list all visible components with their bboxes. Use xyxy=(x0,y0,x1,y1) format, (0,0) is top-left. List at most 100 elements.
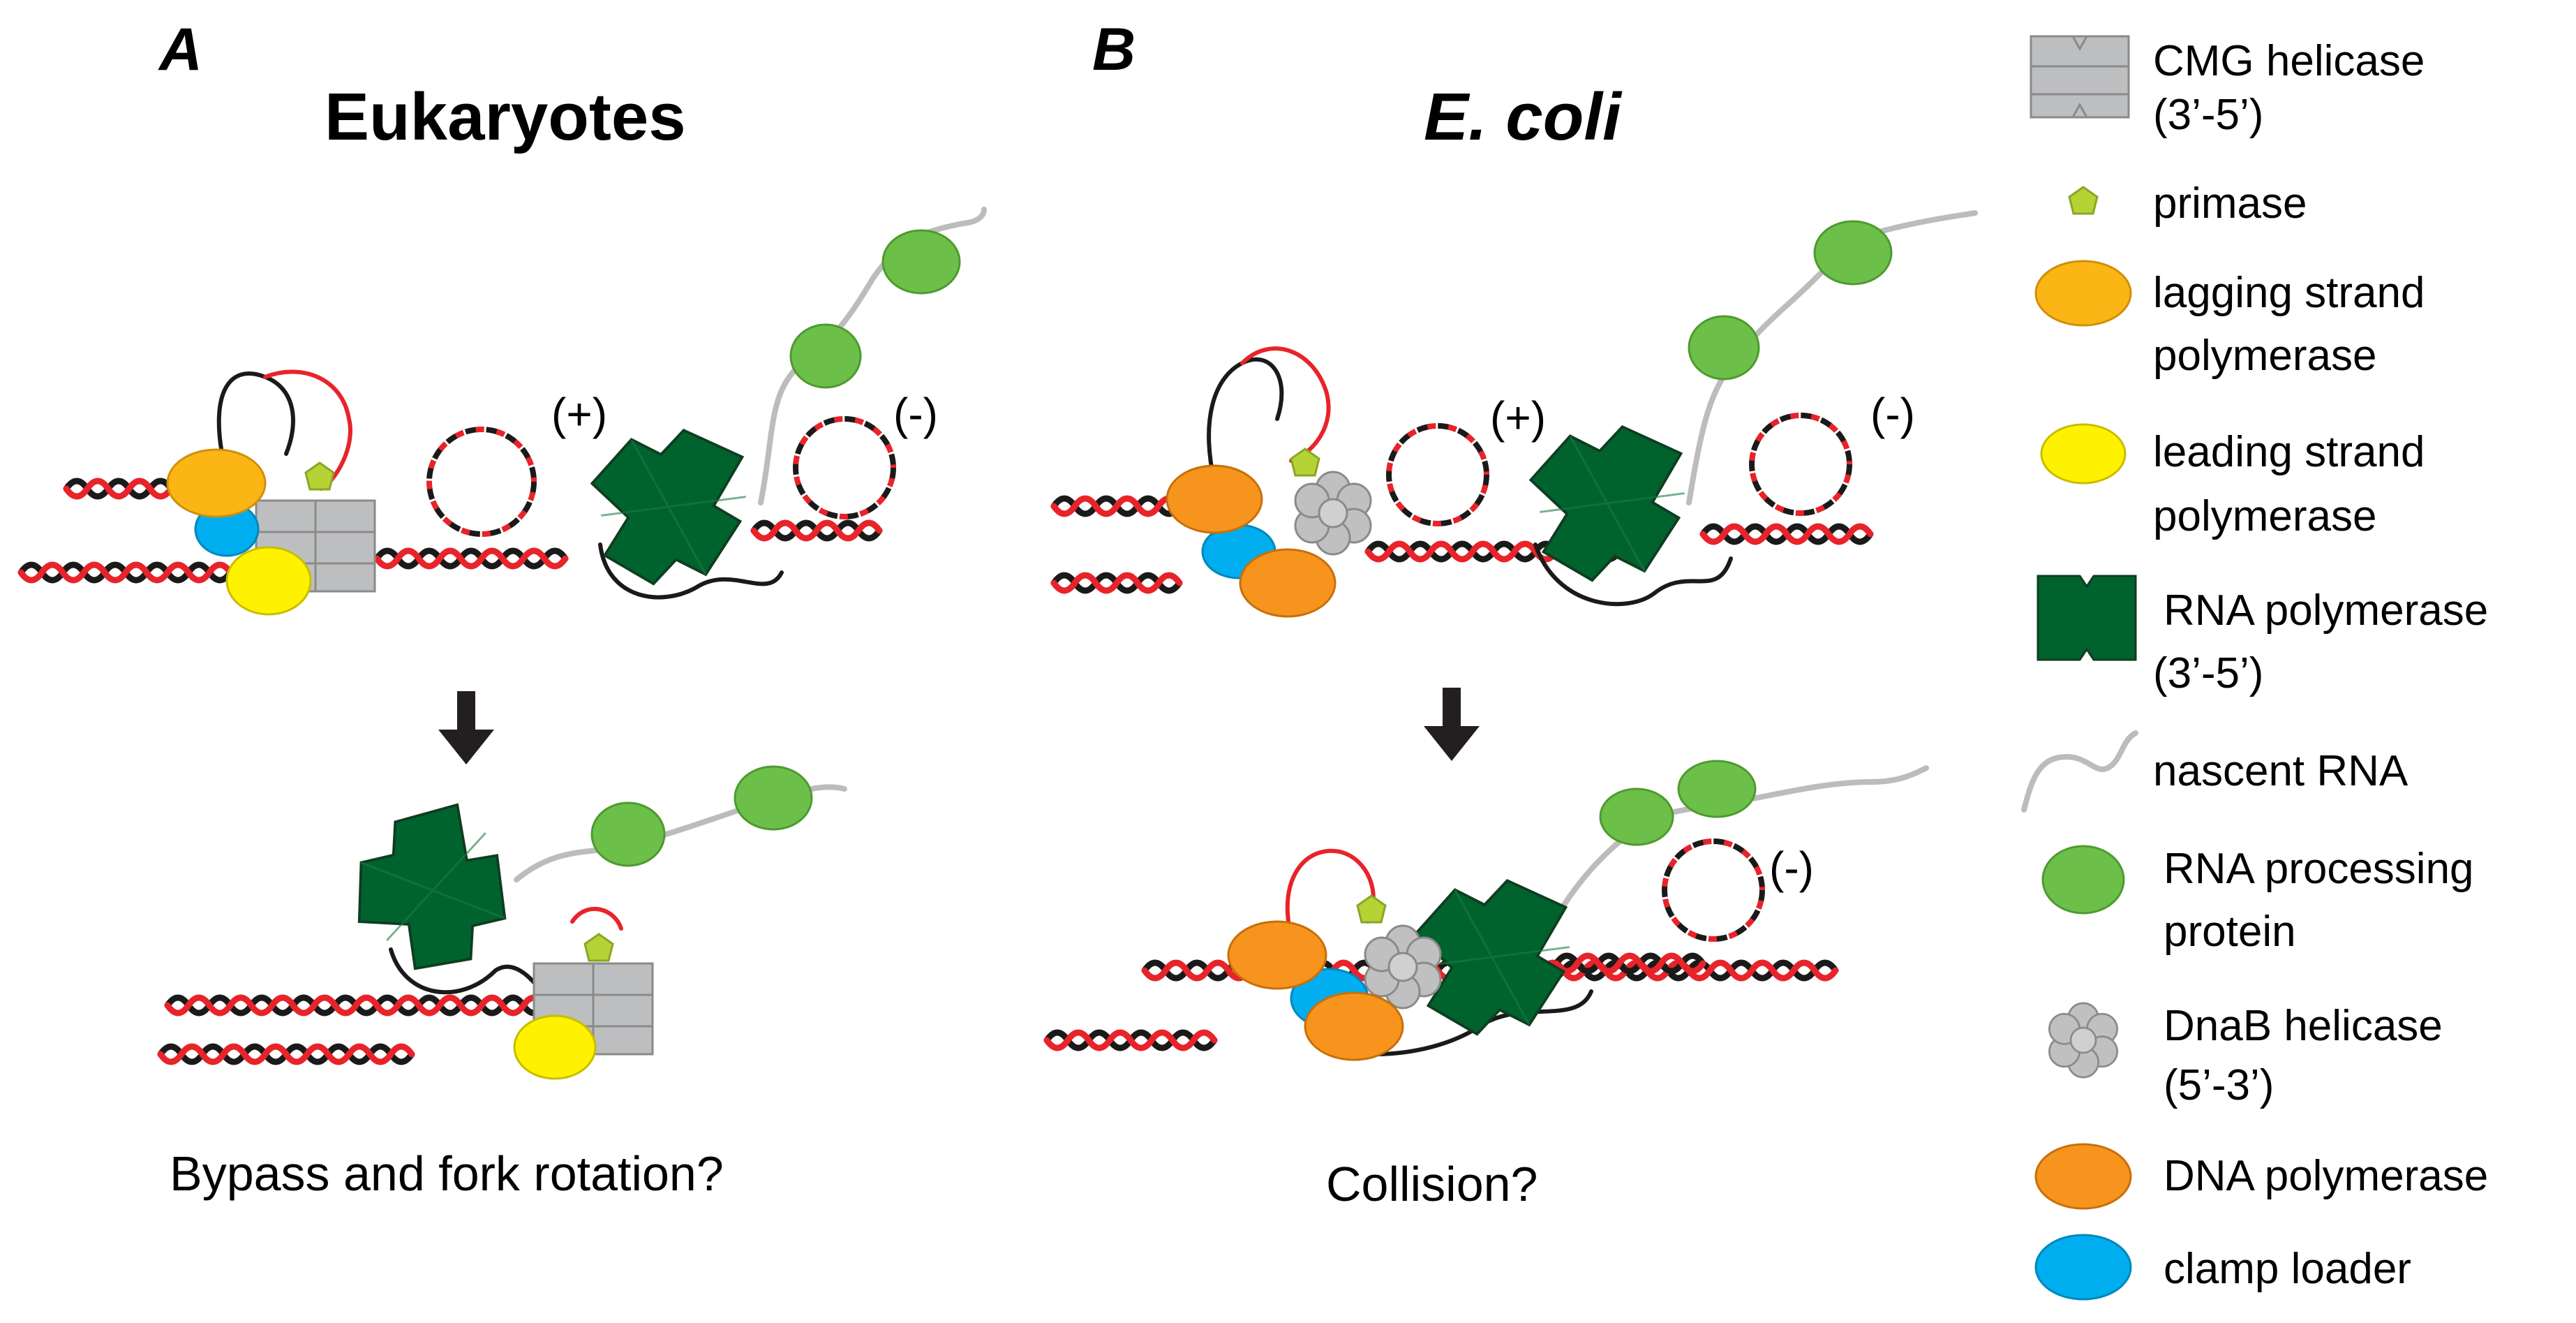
transcription-bubble-strand xyxy=(598,542,784,600)
legend-label-line1: clamp loader xyxy=(2164,1245,2411,1293)
primase xyxy=(1290,448,1320,477)
transition-arrow xyxy=(1424,688,1480,761)
cmg-helicase-icon xyxy=(2030,35,2130,119)
legend-label-line1: DnaB helicase xyxy=(2164,1002,2443,1050)
legend-label-line2: (3’-5’) xyxy=(2153,91,2263,139)
legend-label-line1: leading strand xyxy=(2153,428,2425,476)
supercoil-loop xyxy=(426,427,537,537)
leading-strand-polymerase xyxy=(513,1014,597,1080)
primase-icon xyxy=(2068,186,2099,215)
rna-processing-protein xyxy=(590,801,666,867)
legend-label-line1: lagging strand xyxy=(2153,269,2425,317)
lagging-loop-strand xyxy=(1207,357,1284,484)
clamp-loader-icon xyxy=(2034,1234,2132,1301)
dna-polymerase xyxy=(1227,920,1327,990)
supercoil-loop xyxy=(1662,838,1765,942)
primase xyxy=(583,933,614,962)
legend-label-line2: protein xyxy=(2164,908,2296,956)
legend-item-nascent-rna: nascent RNA xyxy=(2021,730,2409,813)
panel-b-caption: Collision? xyxy=(1326,1157,1538,1211)
dna-polymerase xyxy=(1166,464,1263,534)
panel-a-after-state xyxy=(157,765,847,1080)
dna-polymerase xyxy=(1304,991,1404,1061)
rna-polymerase xyxy=(584,420,763,593)
lagging-loop-strand xyxy=(216,371,295,463)
legend-label-line1: CMG helicase xyxy=(2153,37,2425,85)
panel-b-letter: B xyxy=(1092,16,1136,83)
dna-polymerase xyxy=(1239,548,1337,618)
panel-b-title: E. coli xyxy=(1424,80,1623,154)
legend-item-cmg-helicase: CMG helicase (3’-5’) xyxy=(2030,35,2425,139)
rna-polymerase xyxy=(1523,416,1702,589)
legend-label-line1: primase xyxy=(2153,179,2307,228)
dna-duplex-strand xyxy=(750,519,883,542)
primase xyxy=(304,461,335,491)
supercoil-loop xyxy=(793,416,896,519)
supercoil-positive-label: (+) xyxy=(1490,392,1546,443)
dna-duplex-strand xyxy=(373,547,569,570)
legend: CMG helicase (3’-5’) primase lagging str… xyxy=(2021,35,2488,1301)
rna-polymerase-icon xyxy=(2037,575,2137,661)
rna-polymerase xyxy=(329,780,543,993)
lagging-loop-strand xyxy=(263,369,352,491)
panel-a: A Eukaryotes (+) (-) xyxy=(17,16,987,1201)
nascent-rna xyxy=(758,207,987,505)
legend-label-line1: RNA polymerase xyxy=(2164,586,2488,635)
primase xyxy=(1356,894,1387,924)
panel-b-before-state: (+) (-) xyxy=(1050,210,1978,618)
panel-a-before-state: (+) (-) xyxy=(17,207,987,616)
lagging-loop-strand xyxy=(1285,848,1376,938)
legend-label-line1: DNA polymerase xyxy=(2164,1152,2488,1200)
dnab-helicase xyxy=(1294,471,1372,556)
leading-strand-polymerase xyxy=(225,546,312,616)
legend-item-clamp-loader: clamp loader xyxy=(2034,1234,2411,1301)
panel-b-after-state: (-) xyxy=(1043,760,1929,1061)
dna-duplex-strand xyxy=(157,1043,415,1065)
supercoil-loop xyxy=(1386,423,1489,526)
dna-duplex-strand xyxy=(1043,1029,1218,1051)
lagging-loop-strand xyxy=(1240,346,1331,463)
rna-processing-protein xyxy=(1599,788,1674,846)
transition-arrow xyxy=(438,691,494,764)
nascent-rna-icon xyxy=(2021,730,2138,813)
rna-processing-protein-icon xyxy=(2041,845,2125,915)
rna-processing-protein xyxy=(1688,315,1760,380)
dna-duplex-strand xyxy=(373,547,569,570)
panel-a-letter: A xyxy=(158,16,202,83)
rna-processing-protein xyxy=(1813,220,1893,286)
rna-processing-protein xyxy=(789,323,862,389)
legend-label-line2: (5’-3’) xyxy=(2164,1061,2274,1109)
rna-processing-protein xyxy=(881,229,961,295)
dna-duplex-strand xyxy=(570,907,623,931)
legend-label-line2: (3’-5’) xyxy=(2153,649,2263,697)
lagging-strand-polymerase xyxy=(166,448,267,518)
dna-duplex-strand xyxy=(1050,495,1183,517)
legend-item-dnab-helicase: DnaB helicase (5’-3’) xyxy=(2048,1002,2443,1109)
legend-label-line1: RNA processing xyxy=(2164,845,2474,893)
rna-processing-protein xyxy=(1677,760,1757,818)
supercoil-loop xyxy=(1749,413,1852,516)
panel-a-caption: Bypass and fork rotation? xyxy=(170,1146,724,1201)
legend-item-rna-polymerase: RNA polymerase (3’-5’) xyxy=(2037,575,2488,697)
supercoil-negative-label: (-) xyxy=(893,389,938,439)
nascent-rna xyxy=(1686,210,1978,505)
supercoil-negative-after-label: (-) xyxy=(1769,843,1814,893)
transcription-bubble-strand xyxy=(1533,542,1733,607)
dna-duplex-strand xyxy=(1553,952,1706,975)
legend-item-dna-polymerase: DNA polymerase xyxy=(2034,1143,2488,1210)
legend-item-leading-strand-polymerase: leading strand polymerase xyxy=(2040,423,2425,540)
dnab-helicase-icon xyxy=(2048,1002,2118,1079)
dna-duplex-strand xyxy=(1699,523,1874,545)
legend-item-primase: primase xyxy=(2068,179,2307,228)
legend-label-line2: polymerase xyxy=(2153,492,2376,540)
supercoil-negative-label: (-) xyxy=(1870,389,1915,439)
lagging-strand-polymerase-icon xyxy=(2034,260,2132,327)
dna-polymerase-icon xyxy=(2034,1143,2132,1210)
legend-item-lagging-strand-polymerase: lagging strand polymerase xyxy=(2034,260,2425,380)
rna-processing-protein xyxy=(734,765,813,831)
supercoil-positive-label: (+) xyxy=(551,389,607,439)
panel-b: B E. coli (+) (-) xyxy=(1043,16,1978,1211)
legend-label-line2: polymerase xyxy=(2153,332,2376,380)
dna-duplex-strand xyxy=(1050,572,1183,594)
